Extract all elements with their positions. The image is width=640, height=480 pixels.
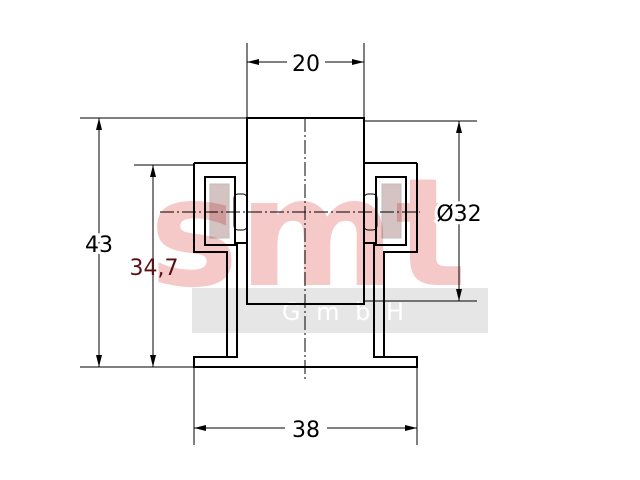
dim-diameter: Ø32	[364, 120, 485, 302]
liner-right-inner	[381, 183, 402, 239]
dim-top-width-label: 20	[292, 52, 320, 77]
liner-left-inner	[209, 183, 230, 239]
channel-profile	[193, 162, 418, 368]
dim-total-height-label: 43	[85, 233, 113, 258]
watermark: smt G m b H	[149, 147, 488, 333]
dim-inner-height-label: 34,7	[130, 256, 179, 281]
dim-base-width: 38	[193, 367, 418, 445]
dim-top-width: 20	[246, 43, 365, 118]
liner-left-outer	[204, 176, 236, 246]
watermark-logo: smt	[149, 147, 466, 321]
watermark-subtext: G m b H	[282, 298, 408, 326]
watermark-band	[192, 288, 488, 333]
profile-right	[305, 162, 418, 368]
profile-left	[193, 162, 305, 368]
liner-right-outer	[375, 176, 407, 246]
dim-total-height: 43	[80, 117, 247, 368]
dim-diameter-label: Ø32	[436, 202, 481, 227]
dim-base-width-label: 38	[292, 418, 320, 443]
centerlines	[160, 118, 420, 380]
dim-inner-height: 34,7	[130, 164, 194, 367]
